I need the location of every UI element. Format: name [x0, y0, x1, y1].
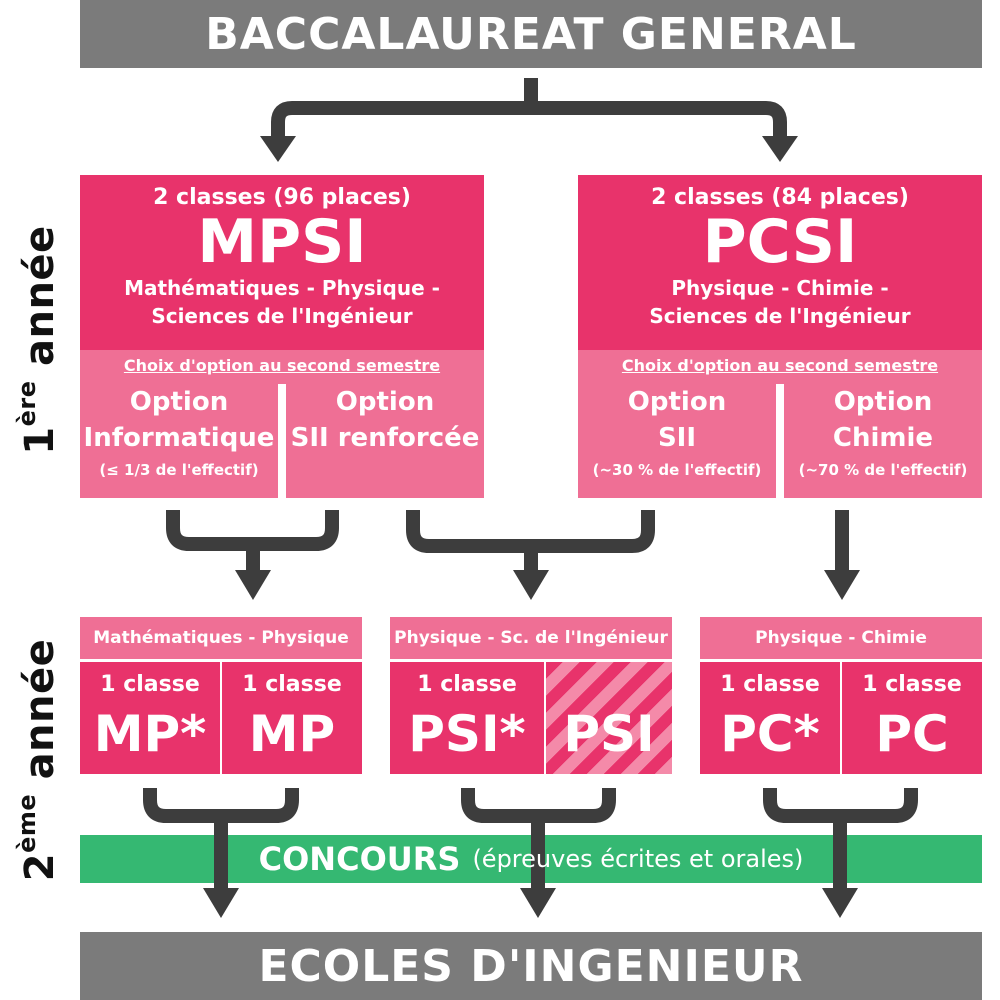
- psi-group-header: Physique - Sc. de l'Ingénieur: [390, 617, 672, 659]
- psi-star-class: 1 classe PSI*: [390, 662, 544, 774]
- arrowhead-pc-ecoles: [822, 888, 858, 918]
- arrow-mpsi-to-mp: [166, 510, 339, 570]
- mpsi-option-choice: Choix d'option au second semestre: [123, 355, 441, 375]
- mpsi-subjects-2: Sciences de l'Ingénieur: [151, 304, 413, 328]
- pcsi-name: PCSI: [702, 207, 858, 277]
- mpsi-name: MPSI: [197, 207, 367, 277]
- bottom-banner: ECOLES D'INGENIEUR: [80, 932, 982, 1000]
- pcsi-subjects-1: Physique - Chimie -: [671, 276, 889, 300]
- pcsi-box: 2 classes (84 places) PCSI Physique - Ch…: [578, 175, 982, 350]
- arrow-pc-to-ecoles: [763, 788, 918, 888]
- top-banner-text: BACCALAUREAT GENERAL: [205, 8, 857, 60]
- psi-class: PSI: [546, 662, 672, 774]
- arrowhead-mp-ecoles: [203, 888, 239, 918]
- arrowhead-psi: [513, 570, 549, 600]
- top-banner: BACCALAUREAT GENERAL: [80, 0, 982, 68]
- mpsi-option-informatique: Option Informatique (≤ 1/3 de l'effectif…: [83, 387, 275, 479]
- pc-class: 1 classe PC: [842, 662, 982, 774]
- arrowhead-mp: [235, 570, 271, 600]
- arrow-psi-to-ecoles: [461, 788, 616, 888]
- pcsi-subjects-2: Sciences de l'Ingénieur: [649, 304, 911, 328]
- arrowhead-psi-ecoles: [520, 888, 556, 918]
- arrow-to-psi: [406, 510, 655, 570]
- pcsi-places: 2 classes (84 places): [651, 185, 909, 210]
- mpsi-option-sii: Option SII renforcée: [290, 387, 480, 453]
- pc-star-class: 1 classe PC*: [700, 662, 840, 774]
- concours-main: CONCOURS: [258, 840, 461, 878]
- mp-group-header: Mathématiques - Physique: [80, 617, 362, 659]
- mp-star-class: 1 classe MP*: [80, 662, 220, 774]
- mp-class: 1 classe MP: [222, 662, 362, 774]
- mpsi-places: 2 classes (96 places): [153, 185, 411, 210]
- mpsi-box: 2 classes (96 places) MPSI Mathématiques…: [80, 175, 484, 350]
- concours-text: CONCOURS (épreuves écrites et orales): [80, 835, 982, 883]
- pcsi-option-choice: Choix d'option au second semestre: [621, 355, 939, 375]
- arrow-bac-split: [271, 78, 787, 138]
- arrow-mp-to-ecoles: [143, 788, 299, 888]
- arrowhead-pc: [824, 570, 860, 600]
- arrowhead-mpsi: [260, 136, 296, 162]
- arrowhead-pcsi: [762, 136, 798, 162]
- bottom-banner-text: ECOLES D'INGENIEUR: [258, 940, 804, 992]
- pc-group-header: Physique - Chimie: [700, 617, 982, 659]
- mpsi-option-divider: [278, 384, 286, 498]
- pcsi-option-sii: Option SII (~30 % de l'effectif): [592, 387, 762, 479]
- pcsi-option-divider: [776, 384, 784, 498]
- pcsi-option-chimie: Option Chimie (~70 % de l'effectif): [798, 387, 968, 479]
- mpsi-subjects-1: Mathématiques - Physique -: [124, 276, 440, 300]
- concours-detail: (épreuves écrites et orales): [472, 845, 804, 873]
